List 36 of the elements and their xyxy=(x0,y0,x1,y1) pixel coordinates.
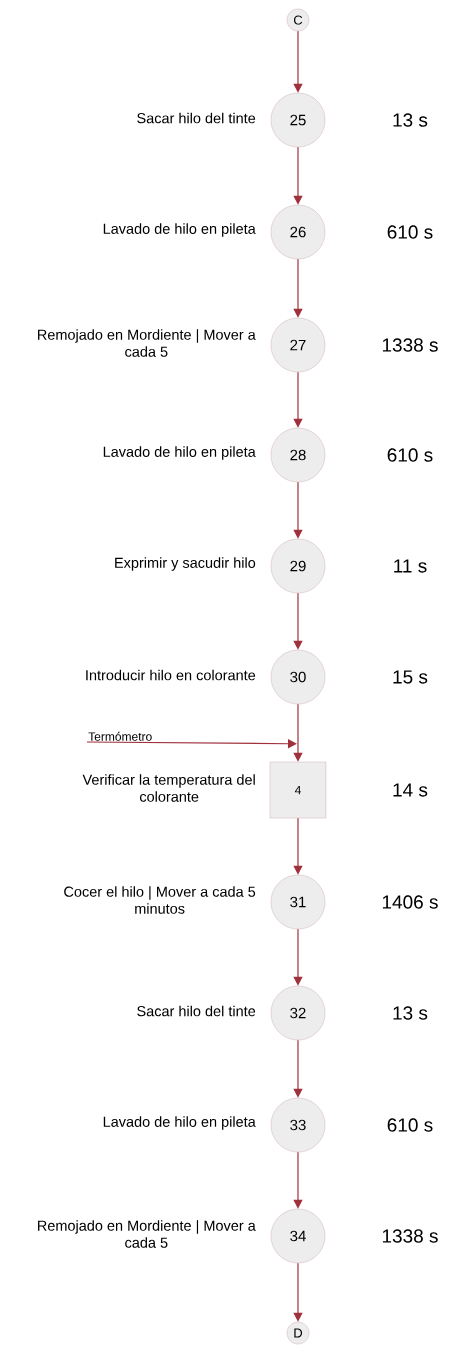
step-label: Remojado en Mordiente | Mover a cada 5 xyxy=(38,1220,256,1248)
duration-label: 1338 s xyxy=(382,338,438,352)
arrow xyxy=(293,1039,303,1098)
duration-label: 13 s xyxy=(393,1006,428,1020)
arrow xyxy=(293,928,303,986)
step-label: Lavado de hilo en pileta xyxy=(103,446,256,460)
arrow xyxy=(293,258,303,318)
duration-label: 11 s xyxy=(394,559,427,573)
arrow xyxy=(293,30,303,93)
input-label: Termómetro xyxy=(88,731,152,741)
step-label: Remojado en Mordiente | Mover a cada 5 xyxy=(38,329,256,357)
step-label: Exprimir y sacudir hilo xyxy=(115,557,256,571)
arrow xyxy=(293,592,303,650)
duration-label: 1406 s xyxy=(382,895,438,909)
step-label: Sacar hilo del tinte xyxy=(137,112,256,124)
arrow xyxy=(293,481,303,539)
arrow xyxy=(293,703,303,762)
duration-label: 1338 s xyxy=(382,1229,438,1243)
step-label: Lavado de hilo en pileta xyxy=(103,1116,256,1130)
arrow xyxy=(293,1262,303,1322)
arrow xyxy=(293,1151,303,1209)
duration-label: 14 s xyxy=(393,783,428,797)
step-label: Verificar la temperatura del colorante xyxy=(82,774,255,802)
arrow xyxy=(293,817,303,875)
duration-label: 610 s xyxy=(387,448,433,462)
step-label: Introducir hilo en colorante xyxy=(86,669,256,681)
duration-label: 610 s xyxy=(387,1118,433,1132)
arrow xyxy=(293,371,303,428)
step-label: Cocer el hilo | Mover a cada 5 minutos xyxy=(64,886,256,914)
step-label: Sacar hilo del tinte xyxy=(137,1005,256,1017)
arrow xyxy=(293,146,303,205)
step-label: Lavado de hilo en pileta xyxy=(103,223,256,237)
inspection-box: 4 xyxy=(269,761,327,819)
duration-label: 13 s xyxy=(393,113,428,127)
duration-label: 15 s xyxy=(393,670,428,684)
duration-label: 610 s xyxy=(387,225,433,239)
